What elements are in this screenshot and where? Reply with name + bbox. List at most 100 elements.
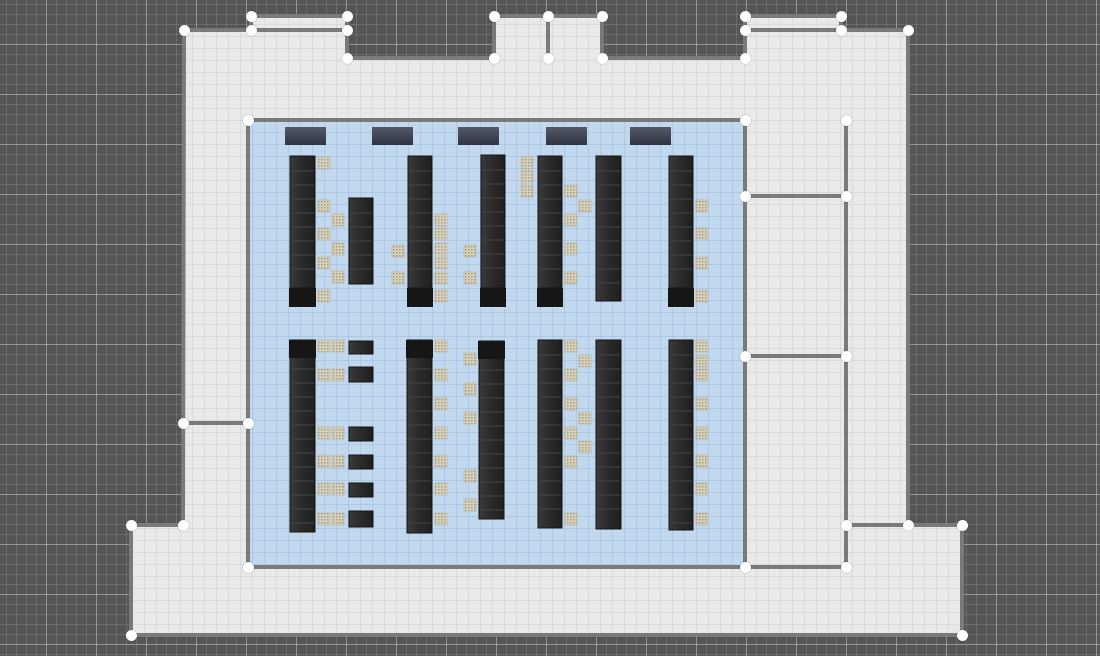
circle-handle-icon[interactable] — [956, 629, 968, 641]
perforated-tile-icon[interactable] — [520, 170, 534, 184]
circle-handle-icon[interactable] — [902, 519, 914, 531]
ceiling-unit-icon[interactable] — [285, 127, 326, 145]
circle-handle-icon[interactable] — [341, 10, 353, 22]
circle-handle-icon[interactable] — [177, 519, 189, 531]
circle-handle-icon[interactable] — [835, 10, 847, 22]
circle-handle-icon[interactable] — [242, 114, 254, 126]
perforated-tile-icon[interactable] — [434, 454, 448, 468]
perforated-tile-icon[interactable] — [695, 354, 709, 368]
server-rack-icon[interactable] — [480, 154, 506, 307]
circle-handle-icon[interactable] — [902, 24, 914, 36]
perforated-tile-icon[interactable] — [463, 244, 477, 258]
perforated-tile-icon[interactable] — [317, 227, 331, 241]
perforated-tile-icon[interactable] — [317, 199, 331, 213]
perforated-tile-icon[interactable] — [695, 199, 709, 213]
circle-handle-icon[interactable] — [739, 52, 751, 64]
perforated-tile-icon[interactable] — [564, 213, 578, 227]
perforated-tile-icon[interactable] — [564, 455, 578, 469]
server-rack-icon[interactable] — [406, 339, 433, 534]
perforated-tile-icon[interactable] — [434, 368, 448, 382]
perforated-tile-icon[interactable] — [331, 242, 345, 256]
server-rack-icon[interactable] — [348, 366, 374, 383]
ceiling-unit-icon[interactable] — [372, 127, 413, 145]
server-rack-icon[interactable] — [348, 197, 374, 285]
perforated-tile-icon[interactable] — [434, 512, 448, 526]
perforated-tile-icon[interactable] — [463, 469, 477, 483]
perforated-tile-icon[interactable] — [434, 482, 448, 496]
perforated-tile-icon[interactable] — [331, 512, 345, 526]
perforated-tile-icon[interactable] — [331, 454, 345, 468]
circle-handle-icon[interactable] — [840, 114, 852, 126]
server-rack-icon[interactable] — [348, 454, 374, 470]
server-rack-icon[interactable] — [537, 155, 563, 307]
circle-handle-icon[interactable] — [840, 190, 852, 202]
server-rack-icon[interactable] — [289, 339, 316, 533]
circle-handle-icon[interactable] — [125, 519, 137, 531]
circle-handle-icon[interactable] — [739, 114, 751, 126]
perforated-tile-icon[interactable] — [317, 368, 331, 382]
circle-handle-icon[interactable] — [341, 24, 353, 36]
perforated-tile-icon[interactable] — [434, 213, 448, 227]
perforated-tile-icon[interactable] — [331, 482, 345, 496]
perforated-tile-icon[interactable] — [317, 482, 331, 496]
circle-handle-icon[interactable] — [177, 417, 189, 429]
server-rack-icon[interactable] — [668, 155, 694, 307]
perforated-tile-icon[interactable] — [695, 339, 709, 353]
perforated-tile-icon[interactable] — [564, 339, 578, 353]
perforated-tile-icon[interactable] — [463, 411, 477, 425]
perforated-tile-icon[interactable] — [695, 256, 709, 270]
server-rack-icon[interactable] — [595, 155, 622, 302]
perforated-tile-icon[interactable] — [331, 339, 345, 353]
perforated-tile-icon[interactable] — [564, 242, 578, 256]
perforated-tiles[interactable] — [317, 156, 709, 526]
circle-handle-icon[interactable] — [125, 629, 137, 641]
perforated-tile-icon[interactable] — [434, 227, 448, 241]
perforated-tile-icon[interactable] — [564, 397, 578, 411]
server-rack-icon[interactable] — [478, 340, 505, 520]
server-rack-icon[interactable] — [537, 339, 563, 529]
perforated-tile-icon[interactable] — [317, 454, 331, 468]
perforated-tile-icon[interactable] — [434, 271, 448, 285]
circle-handle-icon[interactable] — [245, 10, 257, 22]
perforated-tile-icon[interactable] — [434, 397, 448, 411]
perforated-tile-icon[interactable] — [331, 426, 345, 440]
circle-handle-icon[interactable] — [840, 519, 852, 531]
circle-handle-icon[interactable] — [542, 52, 554, 64]
perforated-tile-icon[interactable] — [331, 270, 345, 284]
circle-handle-icon[interactable] — [242, 561, 254, 573]
perforated-tile-icon[interactable] — [434, 256, 448, 270]
perforated-tile-icon[interactable] — [391, 271, 405, 285]
perforated-tile-icon[interactable] — [578, 411, 592, 425]
server-rack-icon[interactable] — [348, 482, 374, 498]
server-rack-icon[interactable] — [407, 155, 433, 307]
perforated-tile-icon[interactable] — [564, 426, 578, 440]
perforated-tile-icon[interactable] — [317, 512, 331, 526]
server-rack-icon[interactable] — [348, 340, 374, 355]
server-racks[interactable] — [289, 154, 694, 534]
circle-handle-icon[interactable] — [596, 10, 608, 22]
perforated-tile-icon[interactable] — [331, 213, 345, 227]
perforated-tile-icon[interactable] — [695, 454, 709, 468]
perforated-tile-icon[interactable] — [695, 368, 709, 382]
perforated-tile-icon[interactable] — [317, 256, 331, 270]
perforated-tile-icon[interactable] — [564, 271, 578, 285]
perforated-tile-icon[interactable] — [520, 156, 534, 170]
ceiling-units[interactable] — [285, 127, 671, 145]
server-rack-icon[interactable] — [668, 339, 694, 531]
perforated-tile-icon[interactable] — [434, 426, 448, 440]
perforated-tile-icon[interactable] — [695, 289, 709, 303]
circle-handle-icon[interactable] — [739, 24, 751, 36]
circle-handle-icon[interactable] — [739, 561, 751, 573]
perforated-tile-icon[interactable] — [331, 368, 345, 382]
perforated-tile-icon[interactable] — [520, 184, 534, 198]
perforated-tile-icon[interactable] — [564, 184, 578, 198]
circle-handle-icon[interactable] — [245, 24, 257, 36]
circle-handle-icon[interactable] — [596, 52, 608, 64]
perforated-tile-icon[interactable] — [463, 382, 477, 396]
perforated-tile-icon[interactable] — [317, 289, 331, 303]
perforated-tile-icon[interactable] — [434, 339, 448, 353]
circle-handle-icon[interactable] — [840, 561, 852, 573]
server-rack-icon[interactable] — [595, 339, 622, 530]
circle-handle-icon[interactable] — [739, 190, 751, 202]
